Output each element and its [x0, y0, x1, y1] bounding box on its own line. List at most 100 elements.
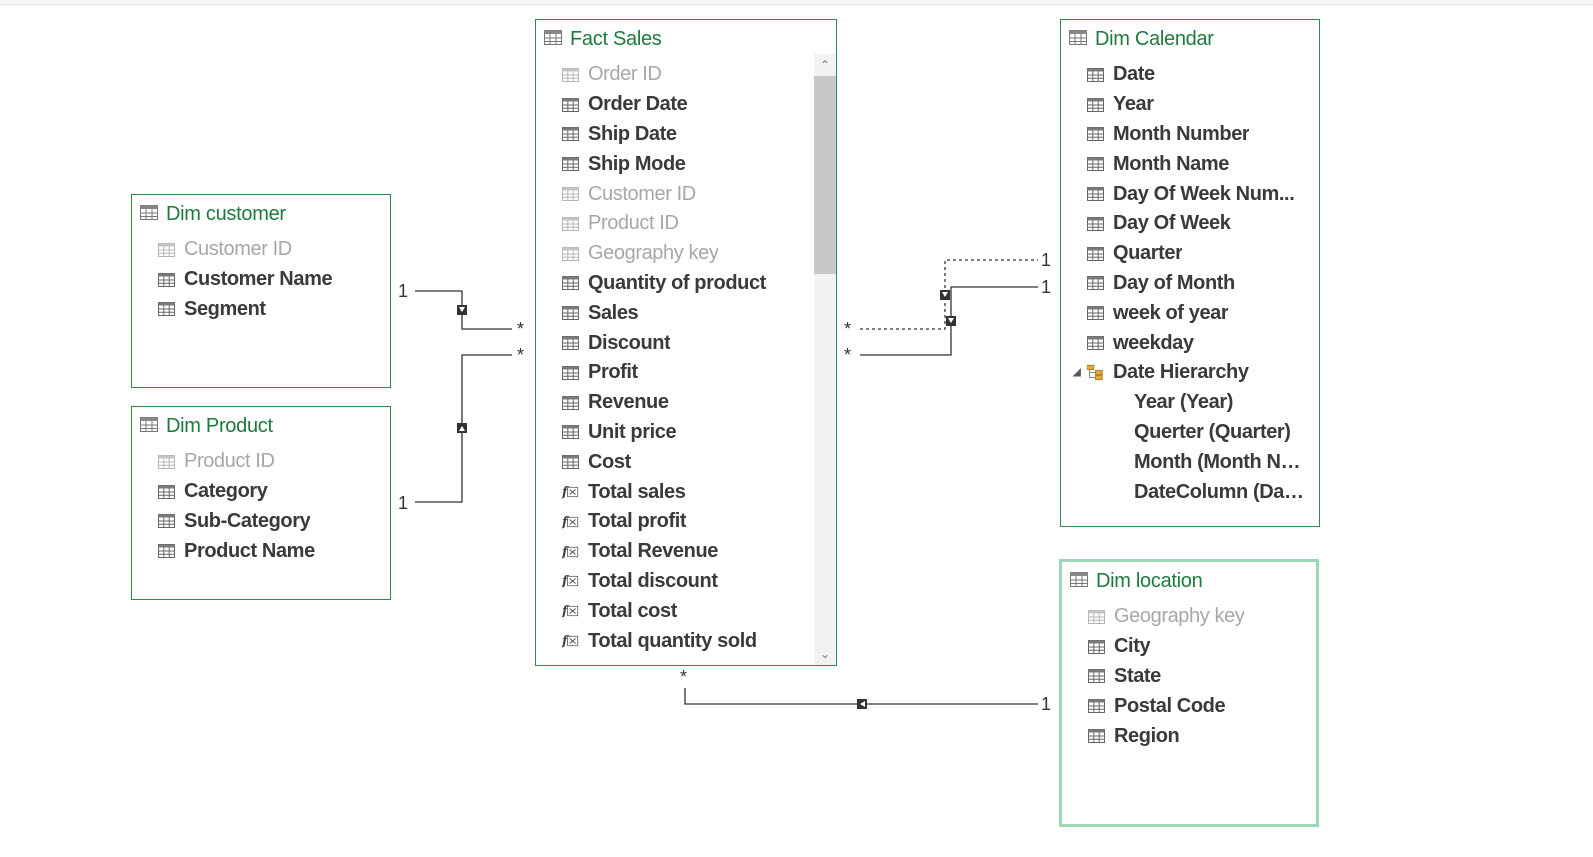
column-icon [562, 276, 579, 291]
field-row[interactable]: Date [1087, 60, 1305, 90]
column-icon [562, 336, 579, 351]
field-row[interactable]: Order ID [562, 60, 810, 90]
field-row[interactable]: Product ID [158, 447, 370, 477]
field-row[interactable]: Segment [158, 295, 370, 325]
field-row[interactable]: Ship Mode [562, 149, 810, 179]
column-icon [1088, 639, 1105, 654]
scroll-up-icon[interactable]: ⌃ [819, 58, 831, 72]
field-row[interactable]: Quarter [1087, 239, 1305, 269]
svg-text:f: f [562, 604, 570, 619]
table-title[interactable]: Dim Product [140, 413, 273, 439]
field-row[interactable]: Revenue [562, 388, 810, 418]
field-row[interactable]: Order Date [562, 90, 810, 120]
field-row[interactable]: Customer Name [158, 265, 370, 295]
table-title[interactable]: Dim customer [140, 201, 286, 227]
column-icon [562, 187, 579, 202]
hierarchy-level[interactable]: Year (Year) [1134, 391, 1234, 414]
field-row[interactable]: week of year [1087, 298, 1305, 328]
field-row[interactable]: State [1088, 662, 1296, 692]
table-icon [140, 415, 158, 438]
scrollbar-thumb[interactable] [814, 76, 836, 274]
hierarchy-level[interactable]: Month (Month Na... [1134, 450, 1305, 473]
table-title[interactable]: Dim Calendar [1069, 26, 1214, 52]
cardinality-many: * [517, 345, 525, 365]
field-list: Customer ID Customer Name Segment [158, 235, 370, 324]
column-icon [158, 484, 175, 499]
field-row[interactable]: Sub-Category [158, 507, 370, 537]
field-row[interactable]: Region [1088, 721, 1296, 751]
column-icon [562, 97, 579, 112]
field-row[interactable]: Geography key [1088, 602, 1296, 632]
table-icon [1069, 28, 1087, 51]
column-icon [1087, 97, 1104, 112]
field-list: Geography key City State Postal Code Reg… [1088, 602, 1296, 751]
hierarchy-icon [1087, 365, 1104, 381]
column-icon [1087, 187, 1104, 202]
table-card-dim-calendar[interactable]: Dim Calendar Date Year Month Number Mont… [1060, 19, 1320, 527]
hierarchy-level[interactable]: Querter (Quarter) [1134, 420, 1291, 443]
field-row[interactable]: Quantity of product [562, 269, 810, 299]
field-row[interactable]: Day of Month [1087, 269, 1305, 299]
column-icon [562, 127, 579, 142]
hierarchy-level[interactable]: DateColumn (Dat... [1134, 480, 1305, 503]
field-list: Order ID Order Date Ship Date Ship Mode … [562, 60, 810, 656]
column-icon [158, 544, 175, 559]
column-icon [1088, 669, 1105, 684]
column-icon [158, 242, 175, 257]
svg-text:f: f [562, 515, 570, 530]
field-row[interactable]: Unit price [562, 418, 810, 448]
field-row[interactable]: Year [1087, 90, 1305, 120]
cardinality-one: 1 [398, 493, 409, 513]
table-card-dim-product[interactable]: Dim Product Product ID Category Sub-Cate… [131, 406, 391, 600]
table-card-fact-sales[interactable]: Fact Sales Order ID Order Date Ship Date… [535, 19, 837, 666]
table-icon [1070, 570, 1088, 593]
field-row[interactable]: City [1088, 632, 1296, 662]
vertical-scrollbar[interactable]: ⌃ ⌄ [814, 54, 836, 665]
hierarchy-row[interactable]: ◢ Date Hierarchy [1073, 361, 1249, 384]
field-row[interactable]: Product ID [562, 209, 810, 239]
field-row[interactable]: Ship Date [562, 120, 810, 150]
field-row[interactable]: Product Name [158, 536, 370, 566]
column-icon [158, 272, 175, 287]
field-row[interactable]: Cost [562, 447, 810, 477]
field-row[interactable]: Customer ID [158, 235, 370, 265]
svg-text:f: f [562, 485, 570, 500]
svg-text:f: f [562, 575, 570, 590]
column-icon [562, 455, 579, 470]
collapse-triangle-icon[interactable]: ◢ [1073, 367, 1081, 379]
field-row[interactable]: Discount [562, 328, 810, 358]
field-row[interactable]: Month Number [1087, 120, 1305, 150]
field-row[interactable]: weekday [1087, 328, 1305, 358]
field-row[interactable]: Category [158, 477, 370, 507]
field-row[interactable]: Profit [562, 358, 810, 388]
relationship-fact-calendar-inactive [860, 259, 1038, 330]
table-card-dim-location[interactable]: Dim location Geography key City State Po… [1059, 559, 1319, 827]
column-icon [158, 302, 175, 317]
field-row[interactable]: Day Of Week Num... [1087, 179, 1305, 209]
table-title[interactable]: Fact Sales [544, 26, 662, 52]
scroll-down-icon[interactable]: ⌄ [819, 647, 831, 661]
field-row[interactable]: Sales [562, 298, 810, 328]
measure-icon: f [562, 604, 579, 619]
field-row[interactable]: Day Of Week [1087, 209, 1305, 239]
table-title[interactable]: Dim location [1070, 568, 1203, 594]
field-row[interactable]: Month Name [1087, 149, 1305, 179]
field-row[interactable]: Geography key [562, 239, 810, 269]
column-icon [1087, 336, 1104, 351]
field-row[interactable]: Postal Code [1088, 691, 1296, 721]
column-icon [562, 216, 579, 231]
measure-icon: f [562, 485, 579, 500]
column-icon [1087, 67, 1104, 82]
column-icon [1087, 246, 1104, 261]
column-icon [562, 395, 579, 410]
column-icon [562, 157, 579, 172]
table-card-dim-customer[interactable]: Dim customer Customer ID Customer Name S… [131, 194, 391, 388]
field-row[interactable]: Customer ID [562, 179, 810, 209]
